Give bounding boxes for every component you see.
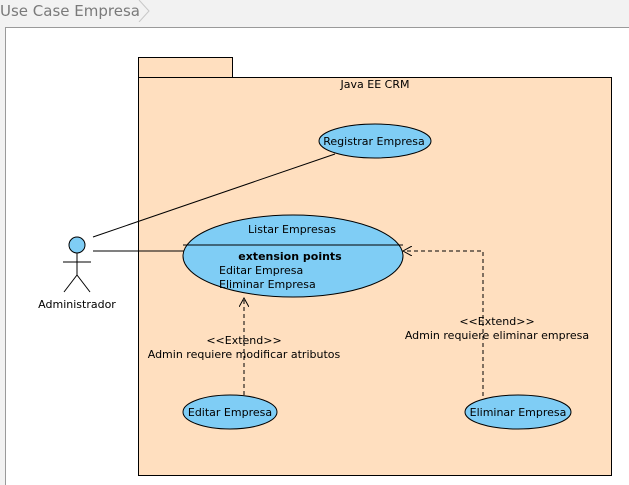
extend-arrow-eliminar[interactable] — [403, 251, 484, 396]
usecase-editar-label: Editar Empresa — [188, 406, 272, 419]
usecase-registrar-label: Registrar Empresa — [323, 135, 424, 148]
extend-stereotype-editar: <<Extend>> — [206, 334, 281, 347]
tab-chevron-icon — [138, 0, 150, 22]
extend-stereotype-eliminar: <<Extend>> — [459, 315, 534, 328]
tab-bar: Use Case Empresa — [0, 0, 629, 24]
extension-point-eliminar: Eliminar Empresa — [219, 278, 316, 291]
usecase-listar-empresas[interactable] — [182, 214, 404, 298]
extend-condition-eliminar: Admin requiere eliminar empresa — [405, 329, 589, 342]
usecase-editar-empresa[interactable] — [182, 394, 278, 430]
actor-name: Administrador — [38, 298, 116, 311]
extend-condition-editar: Admin requiere modificar atributos — [148, 348, 341, 361]
actor-head — [68, 236, 86, 254]
system-name: Java EE CRM — [340, 78, 410, 91]
usecase-eliminar-label: Eliminar Empresa — [470, 406, 567, 419]
usecase-registrar-empresa[interactable] — [318, 123, 432, 159]
extension-point-editar: Editar Empresa — [219, 264, 303, 277]
usecase-listar-label: Listar Empresas — [248, 223, 336, 236]
actor-administrador[interactable] — [63, 236, 91, 293]
usecase-eliminar-empresa[interactable] — [464, 394, 572, 430]
association-registrar[interactable] — [92, 153, 336, 238]
diagram-tab-title[interactable]: Use Case Empresa — [0, 2, 140, 20]
extension-points-heading: extension points — [238, 250, 342, 263]
package-tab[interactable] — [138, 57, 233, 78]
